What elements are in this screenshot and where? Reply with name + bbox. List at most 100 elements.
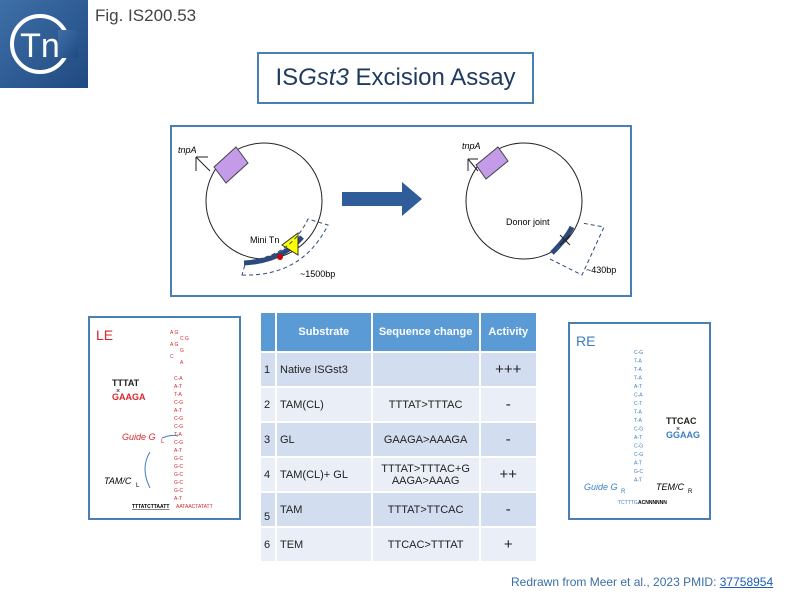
table-header-activity: Activity (480, 313, 536, 351)
base-pair: G-C (634, 469, 644, 475)
base-pair: C-G (634, 444, 643, 450)
pmid-link[interactable]: 37758954 (719, 575, 774, 589)
re-top-seq: TTCAC (666, 416, 697, 426)
base-pair: C-G (174, 440, 183, 446)
row-num: 1 (261, 353, 275, 386)
row-substrate: TEM (277, 528, 371, 561)
donor-joint-label: Donor joint (506, 217, 550, 227)
row-substrate: GL (277, 423, 371, 456)
table-header-row: Substrate Sequence change Activity (261, 313, 536, 351)
row-activity: - (480, 493, 536, 526)
row-sequence (372, 353, 479, 386)
re-baseline-right: ACNNNNNN (638, 500, 667, 506)
table-header-num (261, 313, 275, 351)
donor-joint-bracket (549, 222, 605, 276)
tnpa-gene-box-right (475, 146, 509, 180)
base-pair: T-A (634, 410, 642, 416)
assay-table: Substrate Sequence change Activity 1 Nat… (259, 311, 538, 563)
le-tam-arrow-icon (144, 451, 151, 489)
loop-base: A G (170, 330, 178, 336)
base-pair: A-T (174, 384, 182, 390)
figure-label: Fig. IS200.53 (95, 6, 197, 25)
row-sequence: TTTAT>TTTAC (372, 388, 479, 421)
excision-arrow-icon (342, 182, 422, 216)
row-substrate: TAM (277, 493, 371, 526)
tnpa-promoter-arrow-icon (195, 156, 211, 172)
le-bottom-seq: GAAGA (112, 392, 146, 402)
le-baseline-tail: AATAACTATATT (176, 504, 213, 510)
size-label-left: ~1500bp (300, 269, 335, 279)
re-tem-label: TEM/C (656, 482, 684, 492)
tnpa-gene-box (213, 146, 249, 184)
re-guide-sub: R (621, 489, 626, 495)
table-header-sequence: Sequence change (372, 313, 479, 351)
le-label: LE (96, 327, 113, 343)
title-italic: Gst3 (298, 64, 349, 91)
le-guide-sub: L (161, 439, 165, 445)
base-pair: G-C (174, 456, 184, 462)
row-substrate: TAM(CL)+ GL (277, 458, 371, 491)
tnpa-promoter-arrow-right-icon (467, 158, 479, 172)
le-stem: C-AA-TT-AC-GA-TC-GC-GT-AC-GA-TG-CG-CG-CG… (174, 376, 184, 502)
row-activity: - (480, 423, 536, 456)
row-activity: ++ (480, 458, 536, 491)
base-pair: G-C (174, 480, 184, 486)
row-num: 6 (261, 528, 275, 561)
logo-text: Tn (20, 27, 60, 65)
mini-tn-label: Mini Tn (250, 235, 279, 245)
base-pair: T-A (174, 432, 182, 438)
title-suffix: Excision Assay (348, 64, 516, 91)
base-pair: A-T (174, 496, 182, 502)
re-hairpin-diagram: RE C-GT-AT-AT-AA-TC-AC-TT-AT-AC-GA-TC-GC… (576, 333, 700, 506)
table-header-substrate: Substrate (277, 313, 371, 351)
donor-joint-segment (550, 225, 575, 255)
base-pair: A-T (634, 478, 642, 484)
table-row: 4 TAM(CL)+ GL TTTAT>TTTAC+G AAGA>AAAG ++ (261, 458, 536, 491)
row-sequence: TTTAT>TTTAC+G AAGA>AAAG (372, 458, 479, 491)
credit-line: Redrawn from Meer et al., 2023 PMID: 377… (511, 575, 773, 589)
re-stem: C-GT-AT-AT-AA-TC-AC-TT-AT-AC-GA-TC-GC-GA… (634, 350, 644, 484)
row-activity: + (480, 528, 536, 561)
loop-base: A G (170, 342, 178, 348)
mini-tn-bracket (241, 218, 329, 276)
base-pair: C-T (634, 401, 642, 407)
re-label: RE (576, 333, 595, 349)
base-pair: C-G (174, 400, 183, 406)
base-pair: A-T (174, 448, 182, 454)
le-tam-sub: L (136, 483, 140, 489)
re-guide-label: Guide G (584, 482, 618, 492)
row-num: 4 (261, 458, 275, 491)
donor-plasmid-circle (465, 142, 583, 260)
row-num: 3 (261, 423, 275, 456)
base-pair: T-A (634, 376, 642, 382)
base-pair: C-A (634, 393, 643, 399)
row-activity: +++ (480, 353, 536, 386)
base-pair: C-G (174, 416, 183, 422)
le-top-seq: TTTAT (112, 378, 140, 388)
le-baseline-seq: TTTATCTTAATT (132, 504, 169, 510)
size-label-right: ~430bp (586, 265, 616, 275)
plasmid-diagram: tnpA Mini Tn ~1500bp tnpA Donor joint ~4… (178, 141, 616, 279)
row-activity: - (480, 388, 536, 421)
loop-base: A (180, 360, 184, 366)
base-pair: T-A (634, 367, 642, 373)
row-sequence: TTCAC>TTTAT (372, 528, 479, 561)
le-cross-icon: × (116, 388, 120, 395)
table-row: 5 TAM TTTAT>TTCAC - (261, 493, 536, 526)
base-pair: A-T (634, 461, 642, 467)
row-num: 2 (261, 388, 275, 421)
row-num: 5 (261, 493, 275, 526)
re-tem-sub: R (688, 489, 693, 495)
re-baseline-left: TCTTTG (618, 500, 638, 506)
mini-tn-marker (277, 254, 283, 260)
donor-joint-cross-icon (559, 234, 571, 246)
base-pair: T-A (174, 392, 182, 398)
base-pair: A-T (174, 408, 182, 414)
base-pair: C-A (174, 376, 183, 382)
tnpa-label-left: tnpA (178, 145, 197, 155)
